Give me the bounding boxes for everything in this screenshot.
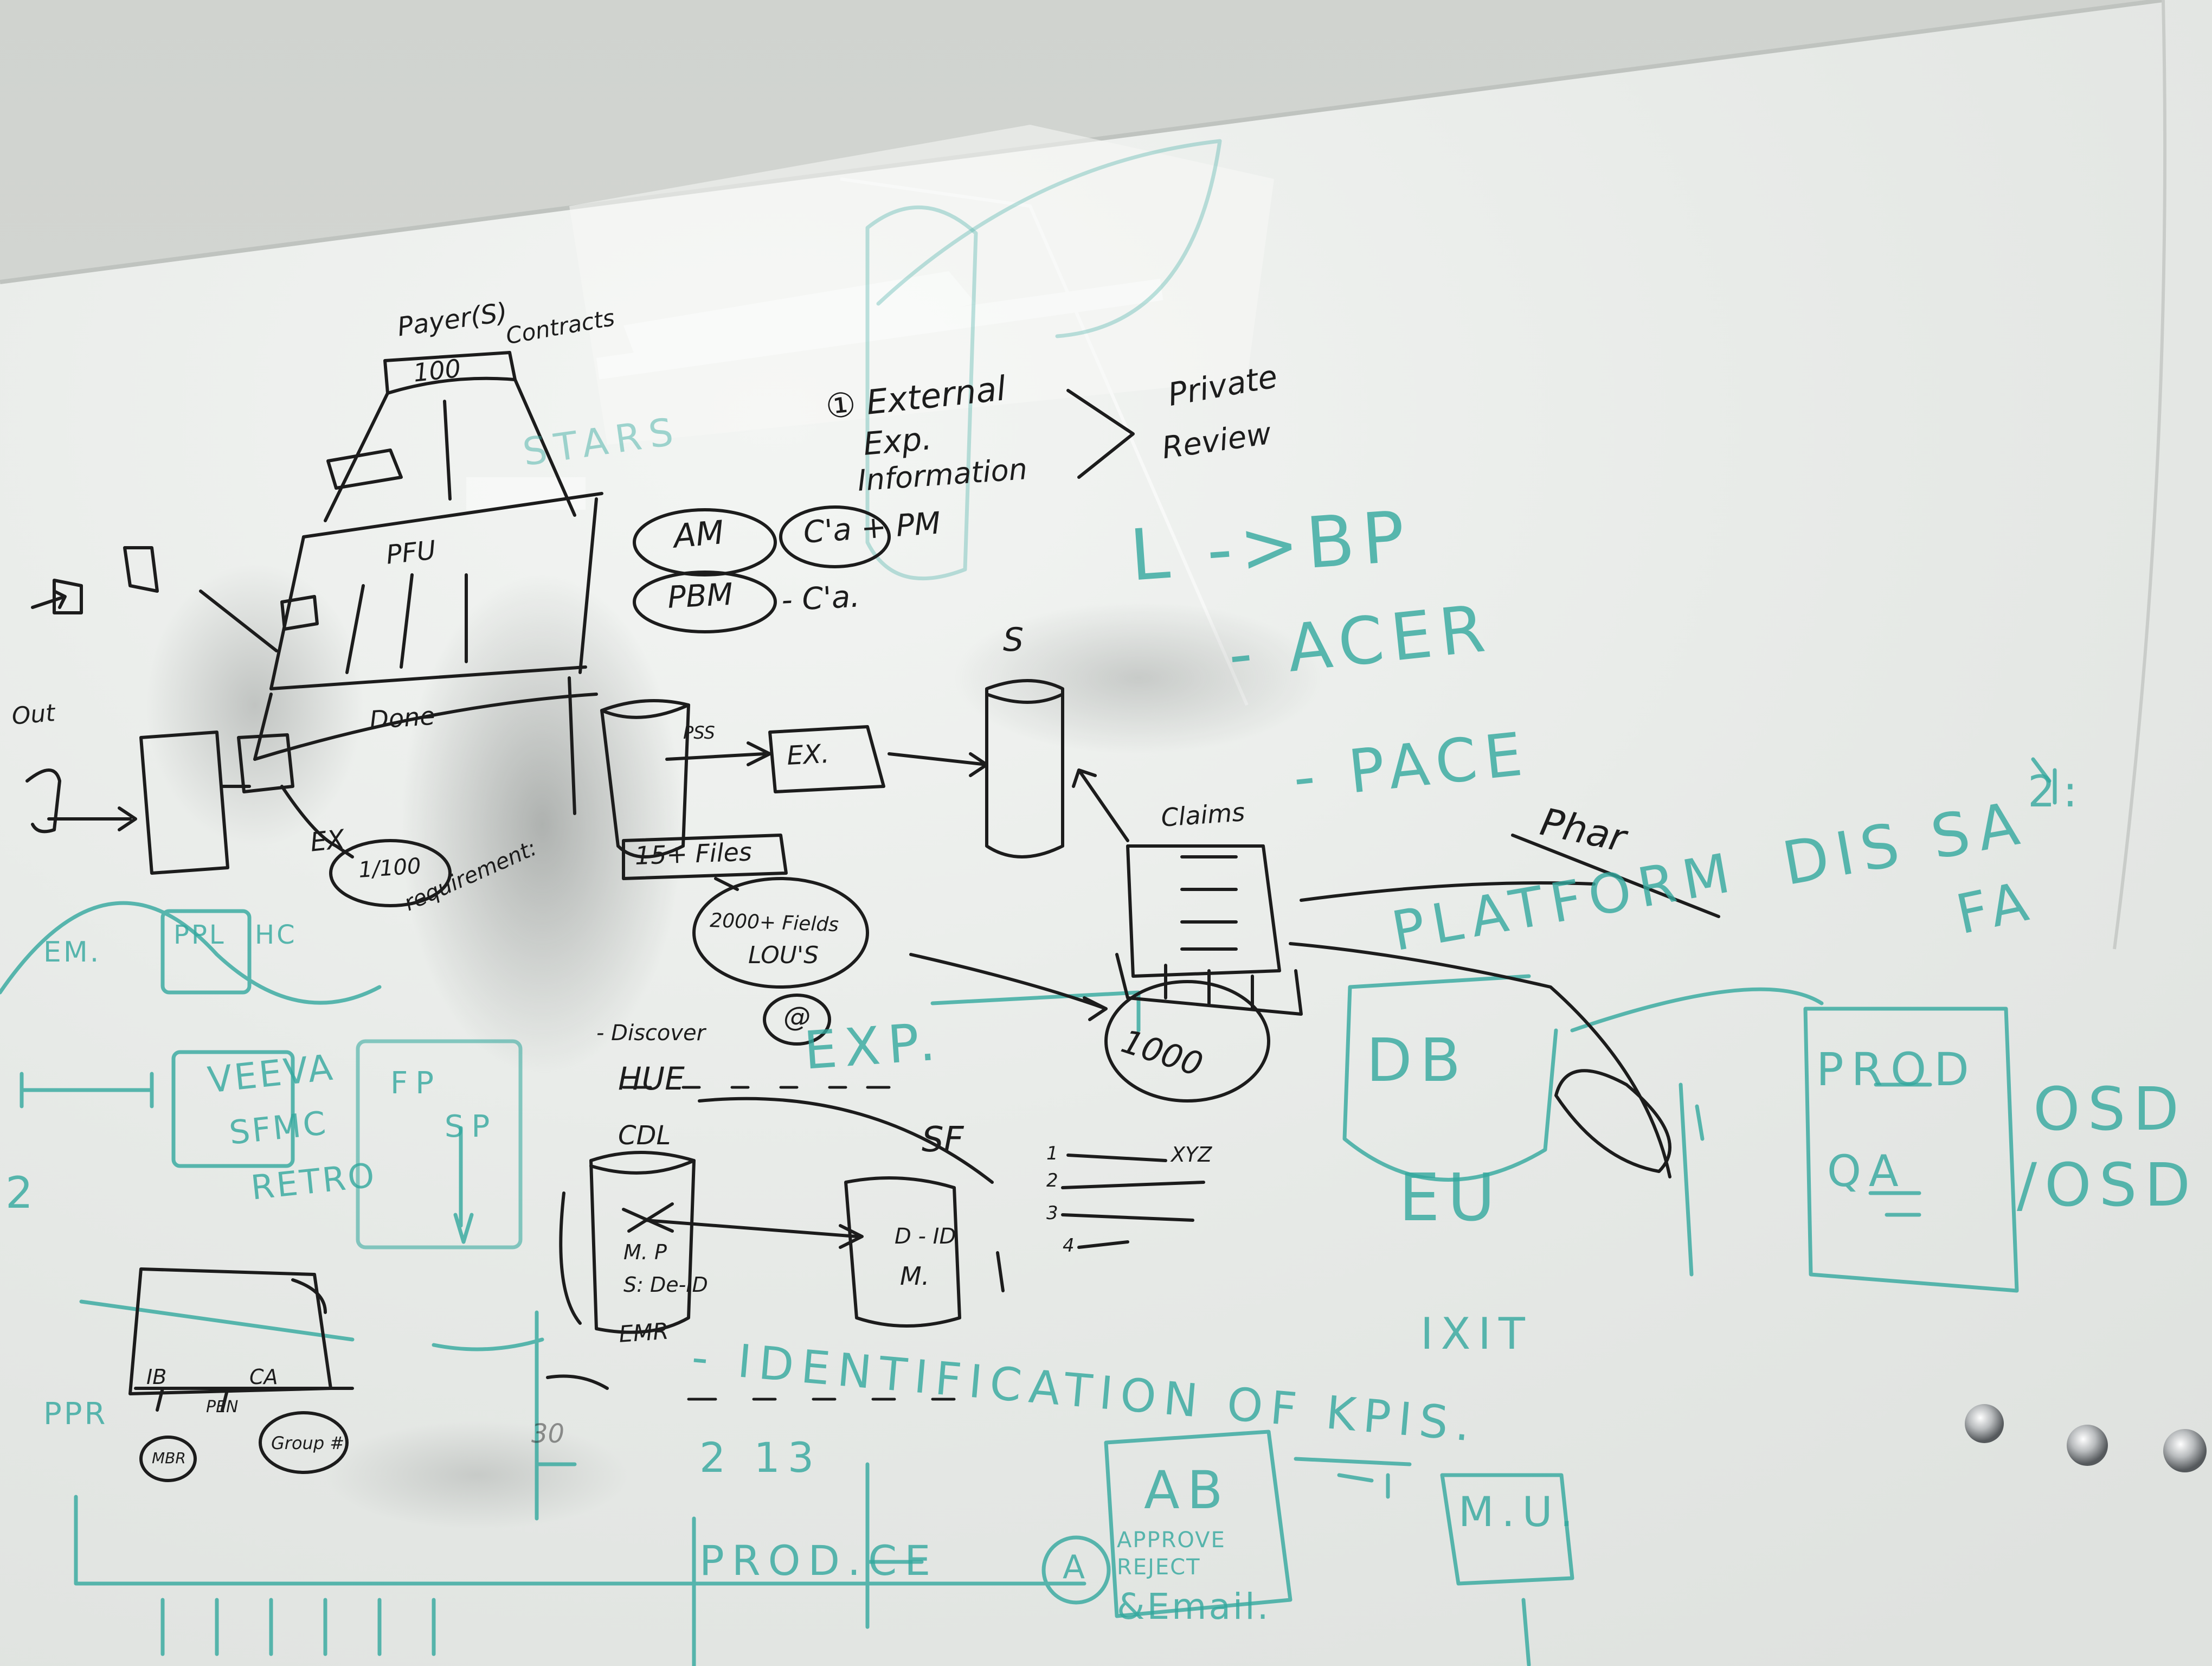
osd2-label: /OSD — [2017, 1150, 2198, 1220]
fp-label: FP — [390, 1066, 441, 1101]
fields-label: 2000+ Fields — [709, 909, 839, 937]
mp-label: M. P — [623, 1240, 667, 1264]
eraser-smudge — [325, 1421, 629, 1529]
a-label: A — [1063, 1548, 1093, 1586]
pss-label: PSS — [683, 722, 715, 743]
at-label: @ — [783, 1001, 811, 1033]
ca-label: CA — [249, 1365, 278, 1389]
board-right-edge — [2113, 0, 2167, 950]
black-marker-drawing — [25, 351, 1720, 1482]
osd1-label: OSD — [2033, 1074, 2187, 1144]
mu-label: M.U. — [1458, 1488, 1581, 1536]
exp-label: Exp. — [861, 420, 934, 463]
num-30-label: 30 — [531, 1419, 565, 1449]
eraser-smudge — [401, 575, 683, 1074]
teal-marker-drawing — [0, 139, 2057, 1666]
group-label: Group # — [271, 1433, 345, 1453]
ppr-label: PPR — [43, 1396, 108, 1432]
hc-label: HC — [255, 920, 297, 950]
count-100-label: 100 — [411, 353, 462, 388]
num-213-label: 2 13 — [699, 1433, 822, 1482]
ib-label: IB — [146, 1365, 167, 1389]
magnet — [2067, 1425, 2108, 1466]
produce-label: PROD.CE — [699, 1536, 938, 1585]
am-label: AM — [672, 513, 726, 556]
reject-label: REJECT — [1117, 1555, 1201, 1580]
magnet — [2163, 1429, 2207, 1472]
c-a-pm-label: C'a + PM — [802, 505, 942, 550]
qa-label: QA — [1827, 1146, 1906, 1196]
sfmc-label: SFMC — [227, 1104, 330, 1152]
num-2-left-label: 2 — [5, 1168, 41, 1218]
done-label: Done — [368, 701, 436, 735]
num-2-label: 2 — [1046, 1170, 1058, 1191]
pbm-label: PBM — [666, 576, 734, 616]
discover-label: - Discover — [596, 1021, 706, 1046]
mbr-label: MBR — [152, 1449, 186, 1467]
sdeid-label: S: De-ID — [623, 1273, 708, 1297]
xyz-label: XYZ — [1171, 1143, 1212, 1167]
m-label: M. — [900, 1261, 930, 1291]
ex-box-label: EX. — [786, 738, 831, 771]
num-2-teal-label: 2: — [2028, 766, 2085, 817]
num-1-label: 1 — [1046, 1143, 1058, 1164]
ppl-label: PPL — [173, 920, 226, 950]
sp-label: SP — [445, 1109, 498, 1144]
email-label: &Email. — [1117, 1586, 1271, 1627]
idin-label: D - ID — [895, 1224, 956, 1249]
em-label: EM. — [43, 936, 101, 969]
fa-label: FA — [1951, 868, 2041, 947]
ex-label: EX — [308, 824, 346, 858]
approve-label: APPROVE — [1117, 1528, 1226, 1553]
out-label: Out — [10, 699, 56, 731]
pen-label: PEN — [206, 1398, 239, 1417]
ixit-label: IXIT — [1420, 1309, 1533, 1359]
files-label: 15+ Files — [634, 837, 753, 870]
db-label: DB — [1366, 1026, 1469, 1095]
sf-label: SF — [922, 1120, 964, 1160]
count-1-100-label: 1/100 — [357, 853, 422, 883]
claims-label: Claims — [1160, 797, 1246, 832]
eraser-smudge — [954, 602, 1323, 754]
magnets — [1965, 1404, 2207, 1472]
eu-label: EU — [1399, 1161, 1503, 1236]
num-3-label: 3 — [1046, 1202, 1058, 1224]
apb-label: AB — [1144, 1460, 1231, 1521]
lous-label: LOU'S — [748, 941, 819, 969]
num-4-label: 4 — [1063, 1235, 1075, 1257]
cdl-label: CDL — [618, 1120, 671, 1151]
c-a-label: - C'a. — [780, 579, 861, 618]
emr-label: EMR — [618, 1317, 670, 1348]
eraser-smudge — [146, 564, 363, 846]
magnet — [1965, 1404, 2004, 1443]
exp-teal-label: EXP. — [802, 1011, 945, 1081]
l-bp-label: L ->BP — [1127, 495, 1415, 597]
s-label: S — [1003, 621, 1024, 659]
prod-label: PROD — [1816, 1043, 1977, 1096]
hue-label: HUE — [618, 1060, 685, 1097]
ceiling-reflection — [466, 125, 1274, 706]
pfu-label: PFU — [384, 535, 438, 571]
